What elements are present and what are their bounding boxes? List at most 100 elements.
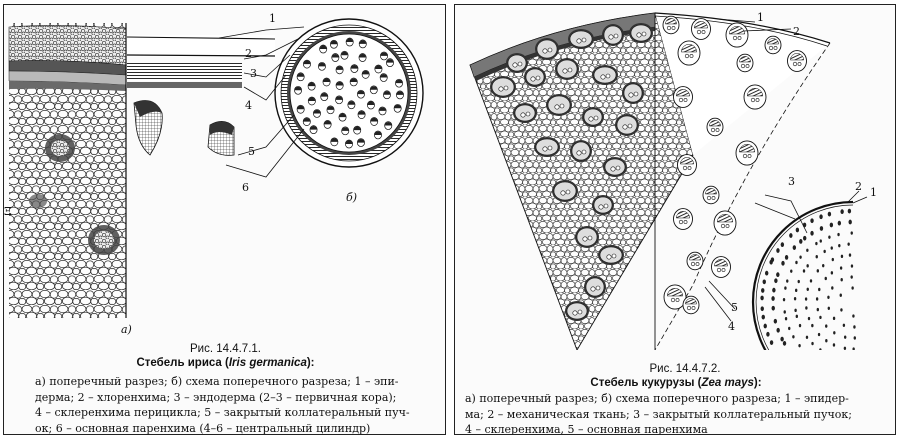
maize-scheme-dot [840,278,843,282]
maize-wedge-bundle [629,23,653,43]
maize-scheme-dot [790,269,793,273]
maize-wedge-bundle [592,195,614,215]
iris-scheme-bundle [366,100,375,110]
maize-scheme-dot [840,209,844,215]
maize-scheme-dot [766,331,770,337]
maize-scheme-dot [842,323,846,327]
maize-scheme-bundle [743,84,767,110]
maize-scheme-dot [771,305,775,311]
maize-scheme-dot [839,293,842,297]
maize-label-5: 5 [731,301,738,314]
maize-scheme-dot [780,336,784,342]
iris-scheme-bundle [356,138,365,147]
iris-scheme-bundle [383,90,391,100]
maize-wedge-bundle [602,24,624,46]
maize-wedge-bundle [490,76,516,98]
maize-scheme-dot [802,269,806,273]
maize-title-suffix: ): [753,377,762,389]
iris-scheme-bundle [307,96,316,106]
maize-scheme-dot [806,248,809,252]
maize-scheme-dot [771,296,775,301]
maize-scheme-dot [810,218,814,224]
iris-scheme-bundle [317,61,326,71]
maize-scheme-dot [819,214,823,220]
iris-scheme-bundle [296,104,305,114]
maize-scheme-bundle [673,86,693,108]
maize-scheme-dot [840,308,843,312]
maize-wedge-bundle [506,53,528,73]
maize-scheme-bundle [787,50,807,72]
maize-scheme-dot [799,255,802,259]
maize-scheme-dot [798,323,802,328]
iris-scheme-bundle [330,137,339,147]
iris-scheme-bundle [338,112,347,122]
maize-scheme-dot [773,318,778,324]
maize-scheme-dot [815,255,818,259]
figure-panel-maize: 1 2 3 4 5 1 2 а) б) Рис. 14.4.7.2. Стебе… [454,4,896,435]
iris-scheme-bundle [303,59,311,69]
maize-scheme-dot [811,341,814,346]
maize-scheme-dot [815,241,818,246]
maize-scheme-dot [815,297,819,301]
iris-scheme-bundle [335,65,344,75]
maize-scheme-bundle [663,284,687,310]
iris-part-b-label: б) [346,191,357,204]
maize-label-1: 1 [757,11,764,24]
maize-scheme-dot [829,222,834,228]
maize-scheme-dot [852,347,855,350]
maize-scheme-bundle [713,210,737,236]
maize-scheme-dot [851,286,854,290]
maize-caption-line: ма; 2 – механическая ткань; 3 – закрытый… [465,407,852,421]
maize-scheme-dot [850,264,854,268]
maize-scheme-bundle [711,256,731,278]
iris-caption: а) поперечный разрез; б) схема поперечно… [35,374,425,434]
maize-wedge-bundle [584,276,606,298]
maize-scheme-dot [853,336,856,340]
maize-scheme-dot [795,227,800,233]
iris-scheme-bundle [350,64,359,73]
maize-scheme-dot [819,226,824,231]
iris-scheme-bundle [296,72,305,82]
maize-scheme-dot [830,246,833,250]
maize-wedge-bundle [534,137,560,157]
maize-scheme-dot [782,340,787,346]
maize-scheme-dot [811,323,814,328]
maize-scheme-dot [788,326,791,331]
maize-scheme-dot [818,287,821,292]
maize-scheme-dot [827,295,830,299]
maize-wedge-bundle [603,157,627,177]
iris-scheme-bundle [374,64,383,74]
maize-scheme-dot [760,295,764,301]
maize-leader-lines [704,18,868,322]
maize-scheme-dot [781,260,785,266]
iris-scheme-bundle [370,117,379,126]
maize-scheme-dot [850,231,853,235]
maize-scheme-dot [783,310,786,314]
maize-scheme-dot [799,239,803,244]
iris-label-1: 1 [269,12,276,25]
maize-scheme-dot [825,324,828,328]
iris-scheme-bundle [341,126,350,136]
maize-label-4: 4 [728,320,735,333]
maize-scheme-dot [850,275,853,279]
maize-scheme-dot [804,297,808,301]
iris-caption-line: 4 – склеренхима перицикла; 5 – закрытый … [35,406,410,419]
iris-scheme-bundle [307,81,316,91]
maize-scheme-dot [816,307,820,312]
maize-scheme-dot [792,245,797,250]
maize-scheme-dot [797,279,800,284]
maize-scheme-dot [830,271,834,275]
maize-wedge-bundle [592,65,618,85]
iris-scheme-bundle [313,109,321,118]
maize-scheme-bundle [725,22,749,48]
maize-scheme-dot [786,279,789,283]
maize-scheme-dot [761,288,765,293]
iris-scheme-bundle [379,73,388,82]
maize-scheme-dot [825,339,828,343]
maize-wedge-bundle [535,38,559,60]
iris-scheme-bundle [358,53,367,62]
maize-b-label-1: 1 [870,186,877,199]
maize-scheme-dot [772,287,776,293]
maize-scheme-dot [764,270,769,276]
iris-scheme-bundle [309,125,318,135]
